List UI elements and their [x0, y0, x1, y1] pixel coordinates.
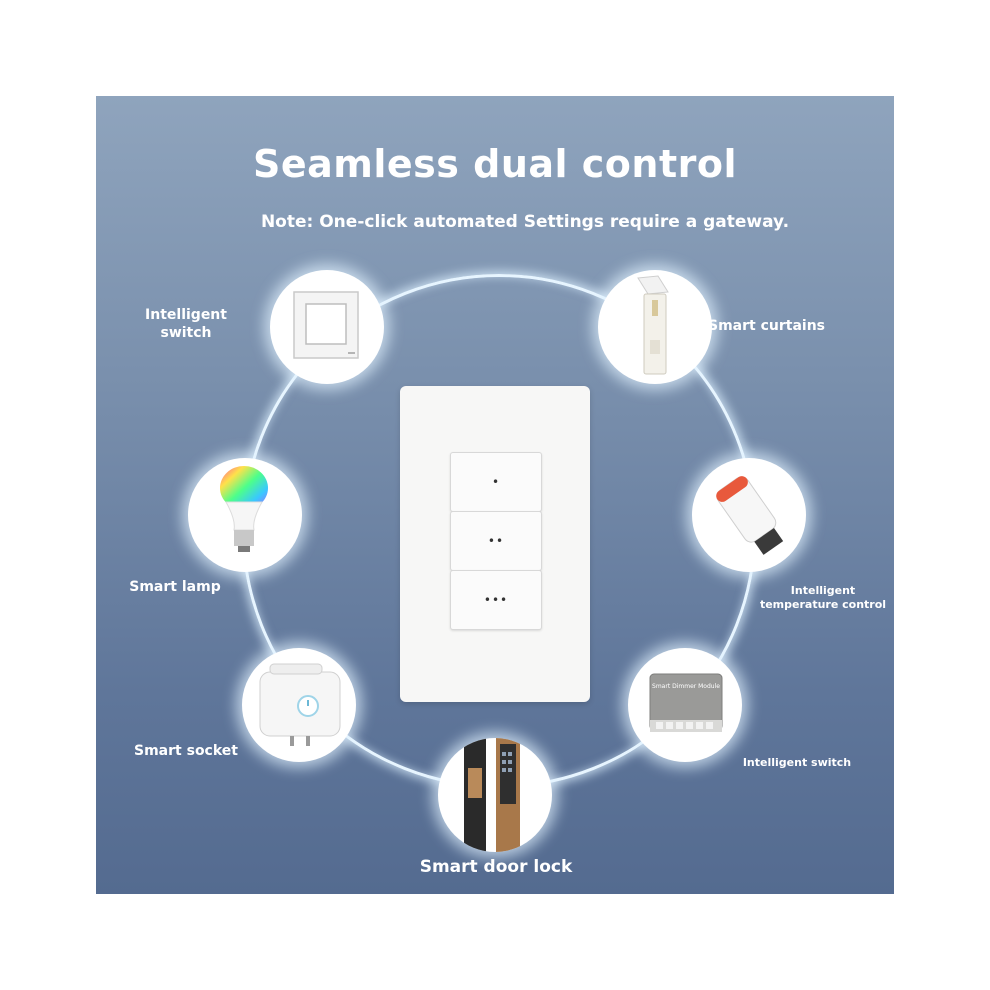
wall-switch-icon	[293, 291, 359, 359]
smart-door-lock-node	[438, 738, 552, 852]
switch-button-2: ••	[450, 511, 542, 571]
label-smart-door-lock: Smart door lock	[419, 857, 573, 877]
curtain-motor-icon	[637, 275, 669, 375]
central-triple-switch: • •• •••	[400, 386, 590, 702]
label-smart-curtains: Smart curtains	[708, 318, 825, 334]
door-lock-icon	[464, 738, 520, 852]
smart-curtains-node	[598, 270, 712, 384]
label-smart-lamp: Smart lamp	[129, 579, 221, 595]
switch-button-1-dots: •	[491, 475, 501, 489]
dimmer-module-icon: Smart Dimmer Module	[649, 673, 723, 732]
gateway-note: Note: One-click automated Settings requi…	[260, 212, 790, 232]
switch-button-1: •	[450, 452, 542, 512]
label-temperature-control: Intelligent temperature control	[759, 584, 887, 611]
label-smart-socket: Smart socket	[134, 743, 238, 759]
module-text: Smart Dimmer Module	[652, 683, 720, 690]
smart-plug-icon	[259, 663, 341, 746]
switch-button-2-dots: ••	[487, 534, 505, 548]
label-intelligent-switch-module: Intelligent switch	[742, 756, 852, 769]
rgb-bulb-icon	[220, 466, 268, 552]
temperature-control-node	[692, 458, 806, 572]
smart-lamp-node	[188, 458, 302, 572]
switch-module-node: Smart Dimmer Module	[628, 648, 742, 762]
label-intelligent-switch: Intelligent switch	[145, 307, 227, 341]
thermostat-valve-icon	[716, 476, 784, 555]
switch-button-3-dots: •••	[483, 593, 509, 607]
smart-socket-node	[242, 648, 356, 762]
intelligent-switch-node	[270, 270, 384, 384]
promo-panel: Seamless dual control Note: One-click au…	[96, 96, 894, 894]
switch-button-3: •••	[450, 570, 542, 630]
page-title: Seamless dual control	[252, 142, 737, 186]
